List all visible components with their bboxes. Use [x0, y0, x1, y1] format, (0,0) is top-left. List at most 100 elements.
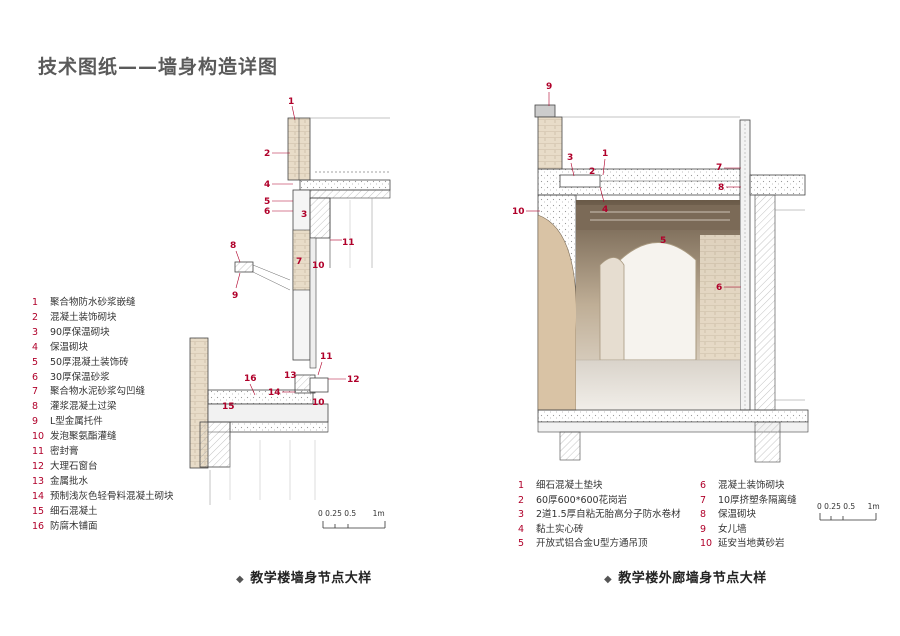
legend-text: 灌浆混凝土过梁: [50, 401, 117, 413]
legend-item: 15 细石混凝土: [32, 505, 174, 520]
left-scale-label: 0 0.25 0.5 1m: [318, 509, 385, 518]
legend-number: 8: [32, 401, 39, 413]
legend-item: 9 女儿墙: [700, 523, 797, 538]
legend-text: 30厚保温砂浆: [50, 371, 110, 383]
svg-text:9: 9: [546, 82, 552, 92]
legend-number: 2: [518, 494, 525, 506]
svg-text:5: 5: [660, 236, 666, 246]
legend-number: 5: [32, 356, 39, 368]
svg-text:6: 6: [264, 207, 270, 217]
legend-item: 1 聚合物防水砂浆嵌缝: [32, 296, 174, 311]
right-caption: ◆教学楼外廊墙身节点大样: [604, 567, 767, 586]
svg-text:10: 10: [312, 398, 325, 408]
svg-text:10: 10: [512, 207, 525, 217]
legend-text: 开放式铝合金U型方通吊顶: [536, 538, 648, 550]
legend-item: 14 预制浅灰色轻骨料混凝土砌块: [32, 490, 174, 505]
legend-number: 9: [700, 523, 707, 535]
legend-item: 16 防腐木铺面: [32, 520, 174, 535]
legend-number: 6: [700, 480, 707, 491]
legend-number: 14: [32, 490, 45, 502]
svg-text:12: 12: [347, 375, 360, 385]
legend-text: 发泡聚氨酯灌缝: [50, 431, 117, 443]
legend-number: 4: [518, 523, 525, 535]
legend-text: 10厚挤塑条隔离缝: [718, 494, 797, 506]
legend-text: 50厚混凝土装饰砖: [50, 356, 129, 368]
left-scale-unit: 1m: [372, 509, 385, 518]
legend-number: 5: [518, 538, 525, 550]
bullet-icon: ◆: [236, 574, 245, 585]
svg-text:10: 10: [312, 261, 325, 271]
legend-number: 3: [518, 509, 525, 521]
svg-text:5: 5: [264, 197, 270, 207]
legend-text: L型金属托件: [50, 416, 103, 428]
right-scale-ticks: 0 0.25 0.5: [817, 502, 856, 511]
legend-text: 预制浅灰色轻骨料混凝土砌块: [50, 490, 174, 502]
svg-text:16: 16: [244, 374, 257, 384]
svg-text:7: 7: [716, 163, 722, 173]
legend-text: 女儿墙: [718, 523, 747, 535]
right-scale-bar: [819, 513, 877, 521]
legend-text: 细石混凝土: [50, 505, 98, 517]
legend-item: 6 30厚保温砂浆: [32, 371, 174, 386]
svg-text:7: 7: [296, 257, 302, 267]
legend-item: 5 50厚混凝土装饰砖: [32, 356, 174, 371]
svg-text:2: 2: [264, 149, 270, 159]
left-wall-section: [189, 117, 391, 505]
legend-text: 细石混凝土垫块: [536, 480, 603, 491]
svg-text:2: 2: [589, 167, 595, 177]
legend-number: 8: [700, 509, 707, 521]
legend-item: 9 L型金属托件: [32, 415, 174, 430]
svg-text:11: 11: [320, 352, 333, 362]
legend-item: 10 发泡聚氨酯灌缝: [32, 430, 174, 445]
svg-text:11: 11: [342, 238, 355, 248]
legend-number: 9: [32, 416, 39, 428]
left-caption: ◆教学楼墙身节点大样: [236, 567, 372, 586]
legend-number: 10: [32, 431, 45, 443]
legend-number: 1: [518, 480, 525, 491]
svg-text:14: 14: [268, 388, 281, 398]
legend-text: 防腐木铺面: [50, 520, 98, 532]
legend-text: 聚合物水泥砂浆勾凹缝: [50, 386, 146, 398]
legend-text: 聚合物防水砂浆嵌缝: [50, 297, 136, 308]
legend-text: 90厚保温砌块: [50, 326, 110, 338]
legend-item: 5 开放式铝合金U型方通吊顶: [518, 537, 681, 552]
legend-text: 保温砌块: [718, 509, 757, 521]
legend-item: 8 保温砌块: [700, 508, 797, 523]
legend-number: 4: [32, 341, 39, 353]
svg-text:1: 1: [602, 149, 608, 159]
legend-number: 1: [32, 297, 39, 308]
legend-text: 60厚600*600花岗岩: [536, 494, 628, 506]
right-scale-label: 0 0.25 0.5 1m: [817, 502, 880, 511]
legend-number: 3: [32, 326, 39, 338]
legend-number: 7: [32, 386, 39, 398]
legend-text: 混凝土装饰砌块: [718, 480, 785, 491]
legend-item: 4 黏土实心砖: [518, 523, 681, 538]
legend-text: 金属批水: [50, 475, 89, 487]
legend-number: 6: [32, 371, 39, 383]
legend-number: 10: [700, 538, 713, 550]
legend-number: 16: [32, 520, 45, 532]
legend-number: 15: [32, 505, 45, 517]
svg-text:3: 3: [301, 210, 307, 220]
left-callouts: 1 2 4 5 6 3 8 9 7 10 11 11 12 13 14 16 1…: [222, 97, 360, 412]
svg-text:15: 15: [222, 402, 235, 412]
right-wall-section: [534, 104, 809, 463]
legend-item: 6 混凝土装饰砌块: [700, 479, 797, 494]
legend-item: 3 90厚保温砌块: [32, 326, 174, 341]
svg-text:9: 9: [232, 291, 238, 301]
legend-item: 7 聚合物水泥砂浆勾凹缝: [32, 385, 174, 400]
right-callouts: 9 3 2 1 4 7 8 10 5 6: [512, 82, 741, 293]
legend-text: 黏土实心砖: [536, 523, 584, 535]
legend-number: 11: [32, 446, 45, 458]
legend-text: 混凝土装饰砌块: [50, 311, 117, 323]
svg-text:8: 8: [718, 183, 724, 193]
